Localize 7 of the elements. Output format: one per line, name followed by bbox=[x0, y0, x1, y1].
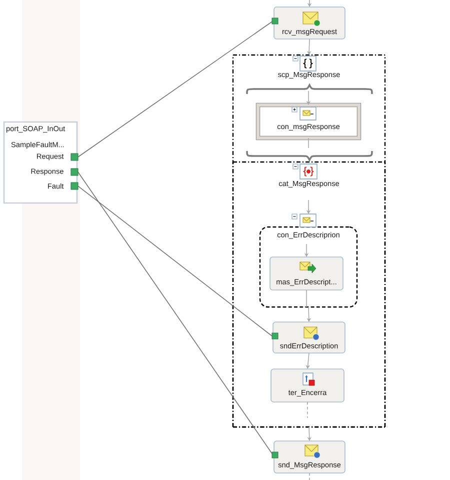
connector-line bbox=[306, 290, 307, 308]
connector-line bbox=[307, 402, 308, 418]
connector-line bbox=[78, 172, 274, 456]
connector-line bbox=[78, 186, 272, 336]
connector-line bbox=[309, 472, 310, 480]
connector-line bbox=[78, 20, 274, 158]
connector-line bbox=[308, 138, 309, 148]
